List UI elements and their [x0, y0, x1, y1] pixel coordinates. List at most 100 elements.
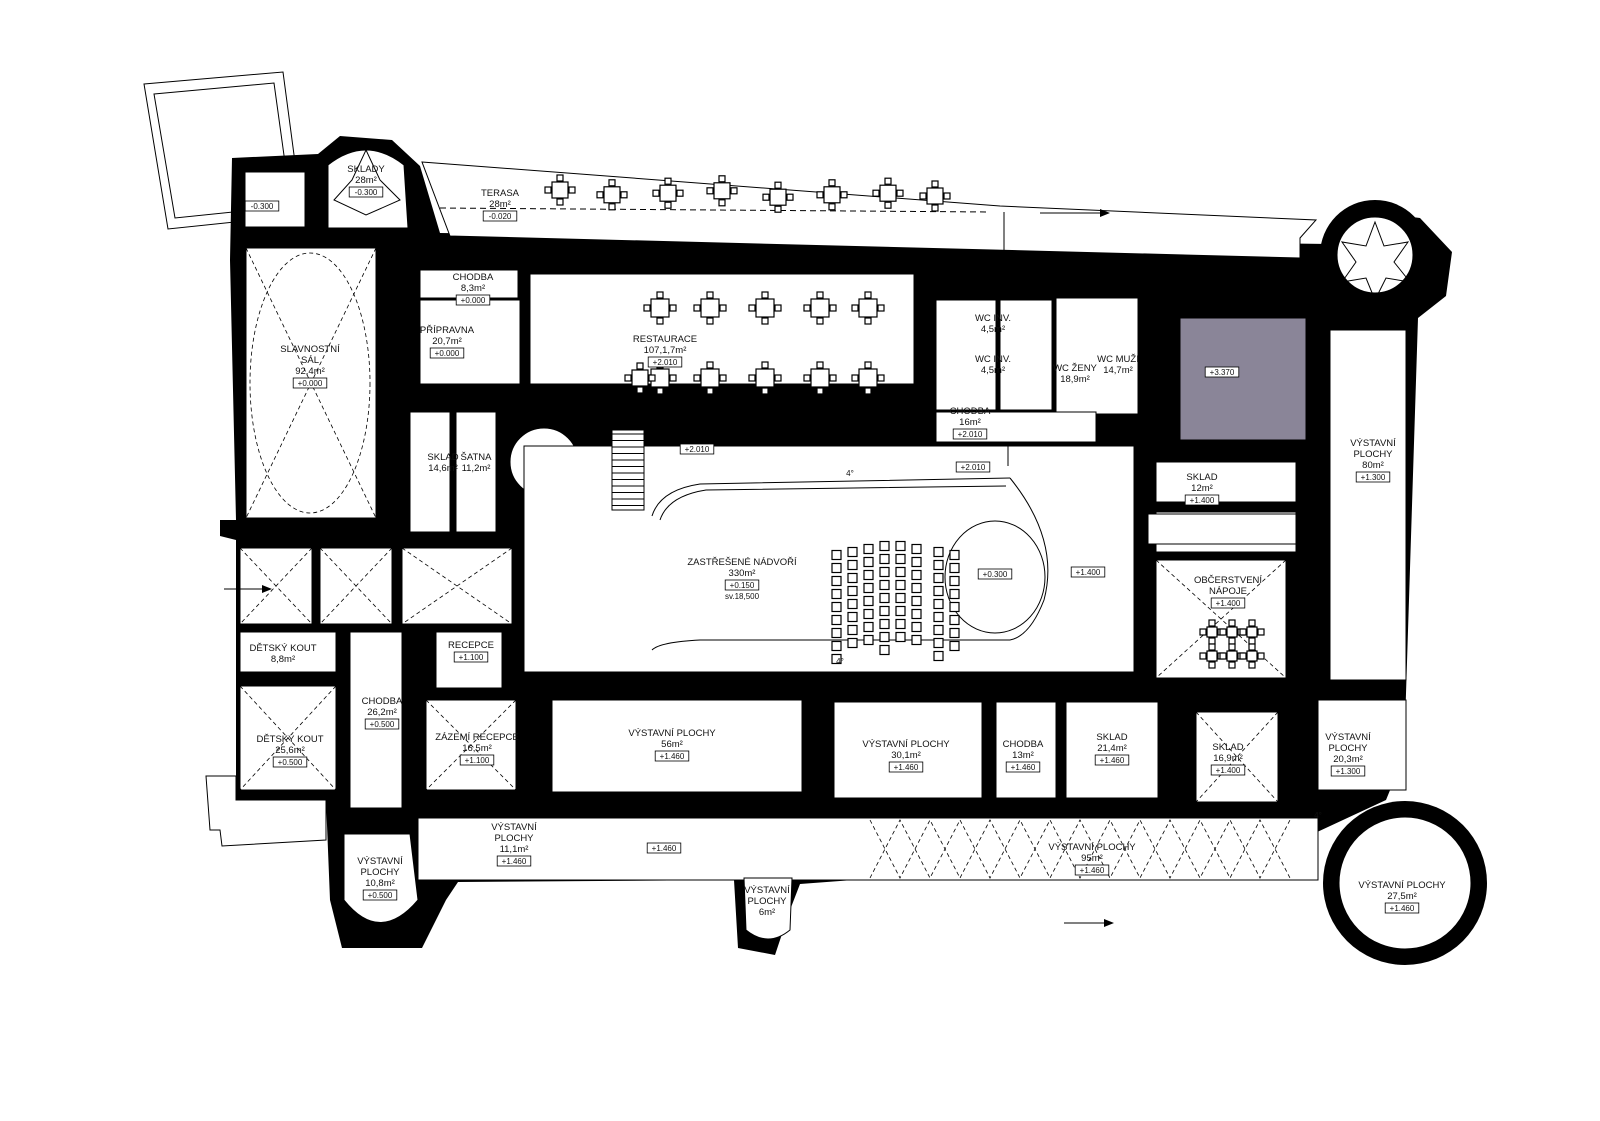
- level-marker: -0.300: [355, 188, 378, 197]
- room-name: 10,8m²: [365, 878, 395, 889]
- level-marker: +2.010: [961, 463, 986, 472]
- room-name: 30,1m²: [891, 750, 921, 761]
- seat: [831, 588, 842, 600]
- table-set: [706, 175, 738, 207]
- seat: [847, 637, 858, 649]
- table-set: [762, 181, 794, 213]
- level-marker: +1.460: [652, 844, 677, 853]
- seat: [831, 601, 842, 613]
- ramp-label-bottom: 4°: [836, 657, 844, 666]
- room-name: 14,7m²: [1103, 365, 1133, 376]
- room-name: PLOCHY: [1328, 743, 1368, 754]
- level-marker: +1.300: [1336, 767, 1361, 776]
- room-name: 20,7m²: [432, 336, 462, 347]
- seat: [879, 540, 890, 552]
- seat: [847, 624, 858, 636]
- room-name: SKLAD: [1096, 732, 1127, 743]
- level-marker: +1.460: [894, 763, 919, 772]
- room-name: CHODBA: [453, 272, 494, 283]
- room-name: 27,5m²: [1387, 891, 1417, 902]
- seat: [933, 611, 944, 623]
- level-stage: +0.300: [977, 568, 1013, 580]
- seat: [879, 618, 890, 630]
- seat: [831, 627, 842, 639]
- seat: [863, 595, 874, 607]
- room-name: 92,4m²: [295, 366, 325, 377]
- level-marker: +1.100: [465, 756, 490, 765]
- seat: [895, 579, 906, 591]
- seat: [895, 540, 906, 552]
- room-label-recepce: RECEPCE+1.100: [448, 640, 494, 663]
- room-name: SKLAD: [1186, 472, 1217, 483]
- level-marker: -0.020: [489, 212, 512, 221]
- table-set: [652, 177, 684, 209]
- room-name: CHODBA: [1003, 739, 1044, 750]
- seat: [949, 575, 960, 587]
- level-marker: +1.460: [1390, 904, 1415, 913]
- room-name: DĚTSKÝ KOUT: [249, 643, 316, 654]
- seat: [895, 553, 906, 565]
- room-name: OBČERSTVENÍ: [1194, 575, 1262, 586]
- seat: [879, 566, 890, 578]
- room-name: PŘÍPRAVNA: [420, 325, 475, 336]
- seat: [933, 650, 944, 662]
- room-name: ZÁZEMÍ RECEPCE: [435, 732, 518, 743]
- seat: [933, 585, 944, 597]
- arrows: [224, 209, 1114, 927]
- seat: [831, 562, 842, 574]
- seat: [863, 543, 874, 555]
- seat: [933, 598, 944, 610]
- level-marker: +2.010: [958, 430, 983, 439]
- seat: [847, 598, 858, 610]
- room-name: DĚTSKÝ KOUT: [256, 734, 323, 745]
- room-name: PLOCHY: [360, 867, 400, 878]
- room-name: 4,5m²: [981, 324, 1005, 335]
- table-set: [816, 179, 848, 211]
- table-set: [748, 361, 782, 395]
- level-marker: +1.460: [1011, 763, 1036, 772]
- table-set: [643, 291, 677, 325]
- level-shaded: +3.370: [1204, 366, 1240, 378]
- room-label-wc-inv-1: WC INV.4,5m²: [975, 313, 1011, 335]
- level-yard-east: +1.400: [1070, 566, 1106, 578]
- level-marker: +2.010: [653, 358, 678, 367]
- room-name: TERASA: [481, 188, 520, 199]
- room-name: SKLAD: [427, 452, 458, 463]
- ramp-label-top: 4°: [846, 469, 854, 478]
- room-name: CHODBA: [362, 696, 403, 707]
- room-name: 16,5m²: [462, 743, 492, 754]
- table-set: [624, 362, 656, 394]
- room-name: 8,8m²: [271, 654, 295, 665]
- table-set: [851, 291, 885, 325]
- seat: [911, 595, 922, 607]
- seat: [933, 572, 944, 584]
- seat: [911, 569, 922, 581]
- level-marker: -0.300: [251, 202, 274, 211]
- seat: [911, 634, 922, 646]
- table-set: [596, 179, 628, 211]
- table-set: [851, 361, 885, 395]
- room-label-chodba-5: +1.460: [646, 842, 682, 854]
- seat: [949, 627, 960, 639]
- level-marker: +0.000: [435, 349, 460, 358]
- seat: [847, 559, 858, 571]
- room-name: VÝSTAVNÍ: [1325, 732, 1371, 743]
- seat: [895, 566, 906, 578]
- courtyard-features: [651, 446, 1049, 651]
- table-set: [919, 180, 951, 212]
- room-name: VÝSTAVNÍ PLOCHY: [628, 728, 716, 739]
